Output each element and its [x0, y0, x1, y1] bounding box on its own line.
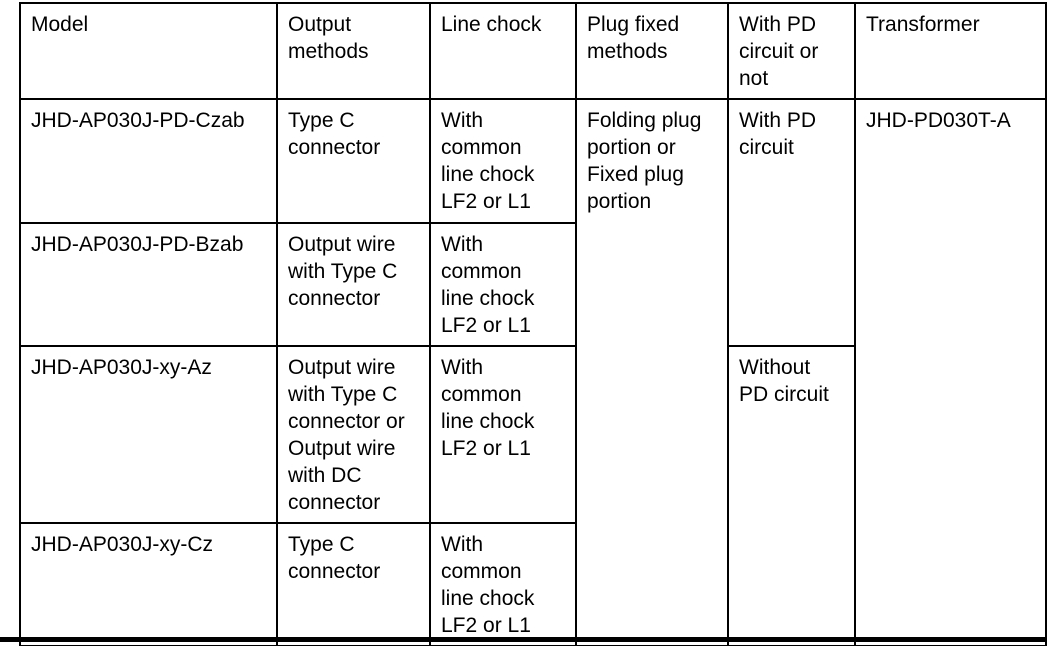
- line-chock-cell: With common line chock LF2 or L1: [429, 98, 577, 224]
- header-cell-output-methods: Output methods: [276, 2, 431, 100]
- header-cell-plug-fixed-methods: Plug fixed methods: [575, 2, 729, 100]
- table-header-row: Model Output methods Line chock Plug fix…: [19, 2, 1047, 100]
- output-methods-cell: Output wire with Type C connector or Out…: [276, 345, 431, 524]
- table-row: JHD-AP030J-PD-Bzab Output wire with Type…: [19, 222, 1046, 347]
- header-cell-pd-circuit: With PD circuit or not: [727, 2, 856, 100]
- output-methods-cell: Type C connector: [276, 522, 431, 646]
- without-pd-circuit-cell: Without PD circuit: [727, 345, 856, 646]
- table-row: JHD-AP030J-PD-Czab Type C connector With…: [19, 98, 1047, 646]
- header-cell-line-chock: Line chock: [429, 2, 577, 100]
- page-bottom-rule: [0, 637, 1046, 642]
- model-cell: JHD-AP030J-PD-Czab: [19, 98, 278, 224]
- with-pd-circuit-cell: With PD circuit: [727, 98, 856, 347]
- output-methods-cell: Output wire with Type C connector: [276, 222, 431, 347]
- plug-fixed-methods-cell: Folding plug portion or Fixed plug porti…: [575, 98, 729, 646]
- header-cell-model: Model: [19, 2, 278, 100]
- line-chock-cell: With common line chock LF2 or L1: [429, 345, 577, 524]
- transformer-cell: JHD-PD030T-A: [854, 98, 1047, 646]
- product-spec-table: Model Output methods Line chock Plug fix…: [19, 2, 1047, 646]
- model-cell: JHD-AP030J-PD-Bzab: [19, 222, 278, 347]
- table-row: JHD-AP030J-xy-Cz Type C connector With c…: [19, 522, 1046, 646]
- table-row: JHD-AP030J-xy-Az Output wire with Type C…: [19, 345, 1046, 646]
- output-methods-cell: Type C connector: [276, 98, 431, 224]
- header-cell-transformer: Transformer: [854, 2, 1047, 100]
- model-cell: JHD-AP030J-xy-Az: [19, 345, 278, 524]
- model-cell: JHD-AP030J-xy-Cz: [19, 522, 278, 646]
- table-right-border-extension: [1045, 633, 1047, 646]
- line-chock-cell: With common line chock LF2 or L1: [429, 222, 577, 347]
- line-chock-cell: With common line chock LF2 or L1: [429, 522, 577, 646]
